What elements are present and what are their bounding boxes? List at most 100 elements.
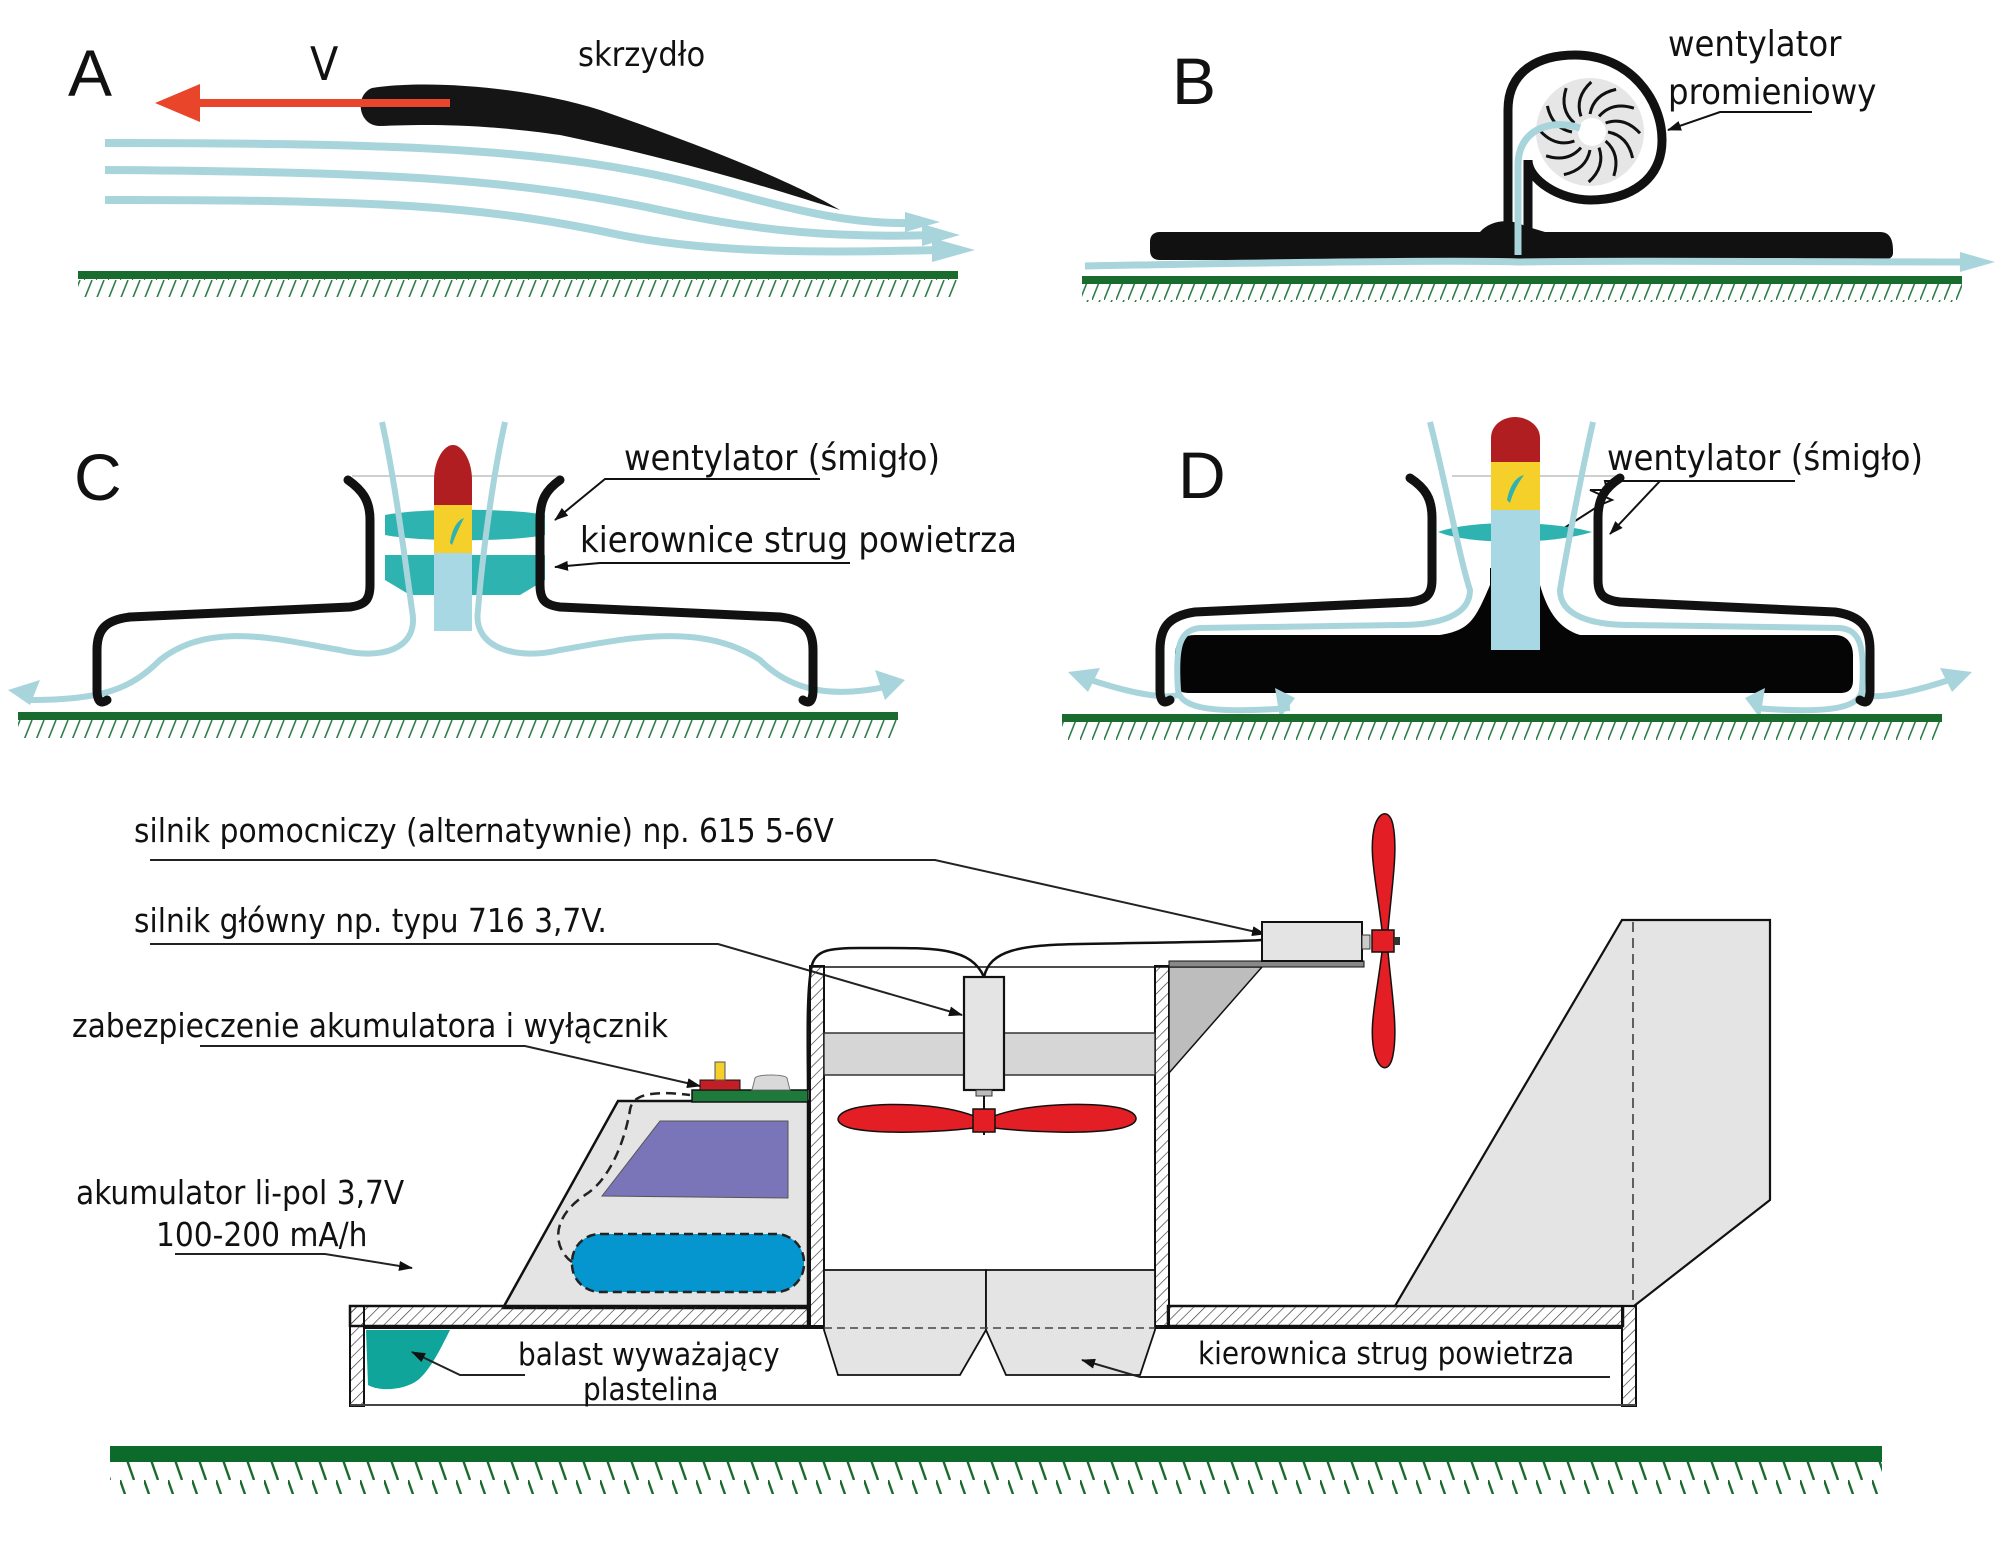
airflow-line — [1174, 421, 1474, 714]
ground-line — [1082, 276, 1962, 284]
impeller-blade — [1597, 104, 1635, 118]
propeller-fan-label: wentylator (śmigło) — [624, 438, 940, 479]
ballast-label-line2: plastelina — [583, 1372, 718, 1408]
hull-outline — [1155, 473, 1875, 707]
velocity-label: V — [310, 37, 338, 91]
radial-fan-label-line1: wentylator — [1668, 24, 1842, 65]
fan-leader-arrow — [554, 478, 820, 521]
motor-body — [434, 553, 472, 631]
aux-motor-label: silnik pomocniczy (alternatywnie) np. 61… — [134, 811, 835, 850]
power-switch-base — [699, 1079, 741, 1091]
lift-propeller-blade-right — [993, 1103, 1137, 1133]
wing-label: skrzydło — [578, 35, 705, 75]
impeller-blade — [1577, 80, 1593, 117]
airflow-arrowhead-icon — [1068, 668, 1100, 692]
impeller-blade — [1587, 147, 1603, 184]
deck-left-hatched — [348, 1304, 810, 1328]
airflow-arrowhead-icon — [1940, 668, 1972, 692]
air-guide-left — [823, 1269, 987, 1376]
aux-motor-leader-arrow — [150, 859, 1266, 937]
ground-hatching — [78, 279, 958, 297]
motor-body — [1491, 510, 1540, 650]
ground-line — [78, 271, 958, 279]
hull-left-wall — [92, 475, 375, 707]
main-motor-leader-arrow — [150, 943, 963, 1017]
nose-cone — [434, 445, 472, 505]
airflow-line — [474, 421, 896, 695]
panel-letter-a: A — [68, 36, 112, 110]
radial-fan-leader-arrow — [1667, 111, 1812, 131]
air-guide-leader-arrow — [1081, 1358, 1610, 1378]
airflow-arrowhead-icon — [8, 680, 40, 705]
radial-fan-label-line2: promieniowy — [1668, 72, 1876, 113]
lift-propeller-hub — [972, 1108, 996, 1133]
air-guide-right — [985, 1269, 1156, 1376]
ground-hatching — [1062, 722, 1942, 740]
airflow-arrowhead-icon — [1745, 688, 1765, 718]
protection-chip — [751, 1074, 791, 1091]
hull-outline — [92, 475, 818, 707]
hull-left-wall — [1155, 473, 1437, 707]
ballast-plasticine — [366, 1330, 450, 1390]
airflow-line — [104, 139, 916, 228]
battery-label-line2: 100-200 mA/h — [156, 1215, 368, 1254]
airflow-line — [1861, 675, 1956, 700]
impeller-blade — [1545, 146, 1583, 160]
battery-label-line1: akumulator li-pol 3,7V — [76, 1173, 405, 1212]
impeller-blade — [1605, 119, 1642, 135]
impeller-blades — [1538, 80, 1642, 184]
fan-blade-icon — [1507, 475, 1524, 503]
main-motor-shaft — [975, 1089, 993, 1097]
propeller-fan-label: wentylator (śmigło) — [1607, 438, 1923, 479]
airflow-arrowhead-icon — [932, 238, 975, 262]
ground-hatching — [1082, 284, 1962, 302]
airflow-line — [29, 421, 417, 703]
main-motor — [962, 975, 1006, 1092]
ground-line — [110, 1446, 1882, 1462]
impeller-blade — [1588, 87, 1617, 115]
cabin-window — [600, 1120, 789, 1199]
airflow-arrowhead-icon — [1960, 252, 1995, 272]
protection-board — [691, 1089, 809, 1103]
panel-d: D wentylator (śmigło) — [1062, 417, 1972, 740]
main-motor-label: silnik główny np. typu 716 3,7V. — [134, 901, 607, 940]
hull-right-wall — [535, 475, 818, 707]
thrust-propeller-hub — [1371, 929, 1395, 953]
thrust-propeller-blade-top — [1371, 813, 1396, 931]
fan-blade-icon — [450, 518, 464, 545]
lift-propeller-blade-left — [837, 1103, 975, 1133]
fan-hub — [434, 505, 472, 553]
fan-volute-casing — [1503, 50, 1667, 232]
skirt-right-hatched — [1621, 1305, 1637, 1407]
aux-thrust-motor — [1261, 921, 1363, 962]
thrust-propeller-nut — [1394, 937, 1400, 945]
battery-leader-arrow — [175, 1253, 413, 1271]
velocity-arrow — [155, 84, 450, 122]
airflow-arrowhead-icon — [905, 212, 940, 232]
ground-hatching — [110, 1462, 1882, 1494]
skirt-left-hatched — [349, 1305, 365, 1407]
airflow-arrowhead-icon — [1275, 688, 1295, 718]
impeller-blade — [1563, 149, 1592, 177]
air-guide-label: kierownica strug powietrza — [1198, 1336, 1574, 1372]
airflow-line — [1556, 421, 1866, 714]
fan-leader-arrow — [1609, 480, 1755, 535]
panel-letter-b: B — [1172, 44, 1216, 118]
aux-motor-shaft — [1361, 934, 1371, 950]
ground-line — [18, 712, 898, 720]
ballast-label-line1: balast wyważający — [518, 1337, 780, 1373]
airflow-arrowhead-icon — [875, 670, 905, 700]
panel-letter-c: C — [74, 440, 122, 514]
airflow-line — [104, 166, 936, 240]
ground-line — [1062, 714, 1942, 722]
panel-a: A V skrzydło — [68, 35, 975, 297]
panel-letter-d: D — [1178, 438, 1226, 512]
panel-c: C wentylator (śmigło) kierownice strug p… — [8, 421, 1017, 738]
power-switch-toggle[interactable] — [714, 1061, 726, 1081]
rudder-fin — [1393, 918, 1772, 1308]
arrow-left-icon — [155, 84, 200, 122]
panel-b: B wentylator promieniowy — [1082, 24, 1995, 302]
ballast-leader-arrow — [411, 1351, 525, 1376]
ground-hatching — [18, 720, 898, 738]
